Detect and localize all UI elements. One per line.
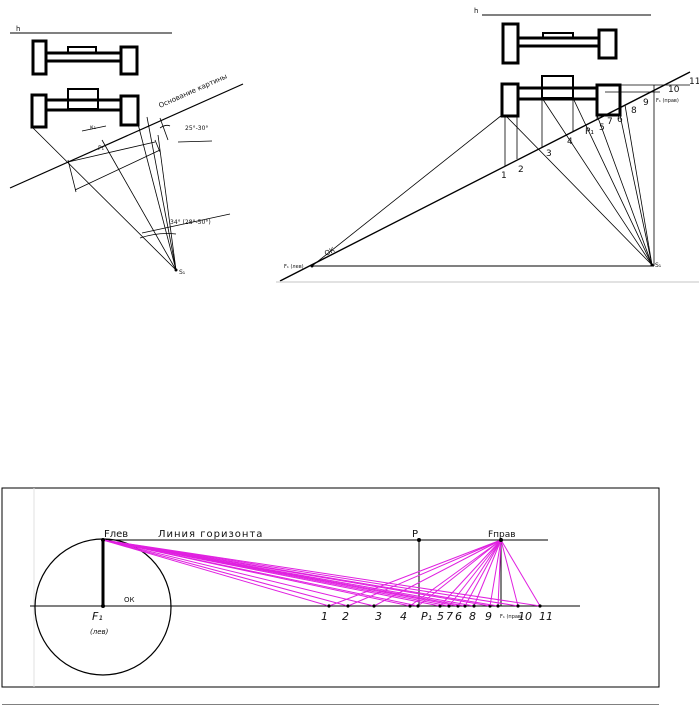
vertical-drops [504, 85, 655, 266]
picture-base-line [9, 83, 244, 189]
point-label: 9 [643, 98, 649, 108]
ok-point-marker [327, 604, 331, 608]
horizon-label-2: h [474, 7, 478, 15]
ok-point-marker [496, 604, 500, 608]
point-label: 4 [567, 137, 573, 147]
figure-3-frame [1, 487, 660, 688]
sight-lines [31, 116, 177, 271]
ok-point-marker [372, 604, 376, 608]
figure-3: Fлев Линия горизонта P Fправ ОК F₁ (лев)… [1, 487, 660, 705]
figure-1: h Основание картины [9, 25, 244, 276]
point-label: 10 [518, 610, 532, 623]
p1-label: P₁ [98, 145, 105, 152]
point-label: 7 [446, 610, 453, 623]
picture-base-label: Основание картины [158, 72, 229, 109]
ok-point-marker [408, 604, 412, 608]
rays-to-s1 [504, 84, 690, 266]
magenta-line-left [102, 539, 375, 607]
f1-left-ray [311, 114, 503, 267]
point-label: 11 [689, 77, 699, 87]
ok-point-marker [346, 604, 350, 608]
magenta-line-right [500, 539, 541, 607]
ok-label-3: ОК [124, 596, 135, 604]
f1-right-label-3: F₁ (прав) [500, 614, 523, 620]
angle-label-1: 25°-30° [185, 125, 208, 132]
angle-arc-2 [139, 233, 177, 239]
magenta-line-left [102, 539, 519, 607]
horizon-label-3: Линия горизонта [158, 529, 263, 540]
magenta-line-left [102, 539, 499, 607]
k1-label: к₁ [90, 124, 97, 131]
magenta-line-right [500, 539, 519, 607]
point-label: 8 [631, 106, 637, 116]
point-label: 8 [469, 610, 476, 623]
magenta-line-right [347, 539, 502, 607]
point-label: 2 [342, 610, 349, 623]
points-3 [101, 538, 503, 608]
ok-point-marker [472, 604, 476, 608]
p1-label-3: P₁ [421, 610, 432, 623]
p1-label-2: P₁ [585, 127, 594, 137]
ok-point-marker [416, 604, 420, 608]
horizon-label: h [16, 25, 20, 33]
f1-left-point-2 [310, 264, 314, 268]
s1-label: S₁ [179, 269, 186, 276]
point-labels-2: 1 2 3 4 5 7 6 8 9 10 11 [501, 77, 699, 181]
point-labels-3: 1 2 3 4 5 7 6 8 9 10 11 [321, 610, 553, 623]
dimension-lines [67, 117, 231, 234]
point-label: 1 [321, 610, 328, 623]
angle-arc-1 [159, 124, 171, 129]
magenta-line-right [373, 539, 502, 607]
point-label: 3 [546, 149, 552, 159]
ok-point-marker [463, 604, 467, 608]
ok-point-marker [447, 604, 451, 608]
p-label-3: P [412, 529, 418, 540]
figure-2: h ОК [279, 7, 699, 282]
point-label: 5 [599, 123, 605, 133]
magenta-line-left [102, 539, 541, 607]
magenta-line-right [457, 539, 502, 607]
point-label: 10 [668, 85, 680, 95]
ok-point-marker [538, 604, 542, 608]
magenta-line-right [448, 539, 502, 607]
magenta-line-left [102, 539, 330, 607]
magenta-line-right [497, 539, 502, 607]
point-label: 6 [617, 115, 623, 125]
object-plan-bottom [30, 88, 140, 129]
f-left-label: Fлев [104, 529, 128, 540]
object-top-2 [501, 22, 618, 65]
point-label: 5 [437, 610, 444, 623]
s1-label-2: S₁ [655, 262, 662, 269]
magenta-line-right [489, 539, 502, 607]
point-label: 4 [400, 610, 407, 623]
s1-point-2 [650, 263, 654, 267]
magenta-line-right [464, 539, 502, 607]
ok-point-marker [516, 604, 520, 608]
magenta-line-left [102, 539, 349, 607]
s1-point [174, 268, 178, 272]
point-label: 1 [501, 171, 507, 181]
object-bottom-2 [500, 75, 622, 118]
f1-label-3: F₁ [92, 610, 103, 623]
f-right-label-3: Fправ [488, 530, 516, 540]
magenta-construction-lines [102, 539, 542, 608]
object-plan-top [31, 39, 139, 76]
ok-line [279, 71, 691, 282]
f1-left-label-2: F₁ (лев) [284, 264, 304, 270]
point-label: 3 [375, 610, 382, 623]
point-label: 9 [485, 610, 492, 623]
f1-sub-label-3: (лев) [90, 628, 109, 636]
ok-point-marker [438, 604, 442, 608]
point-label: 2 [518, 165, 524, 175]
point-label: 7 [607, 117, 613, 127]
point-label: 6 [455, 610, 462, 623]
angle-label-2: 34° (28°-50°) [170, 219, 211, 226]
point-label: 11 [539, 610, 553, 623]
f1-right-label-2: F₁ (прав) [656, 98, 679, 104]
magenta-line-left [102, 539, 419, 607]
magenta-line-right [473, 539, 502, 607]
